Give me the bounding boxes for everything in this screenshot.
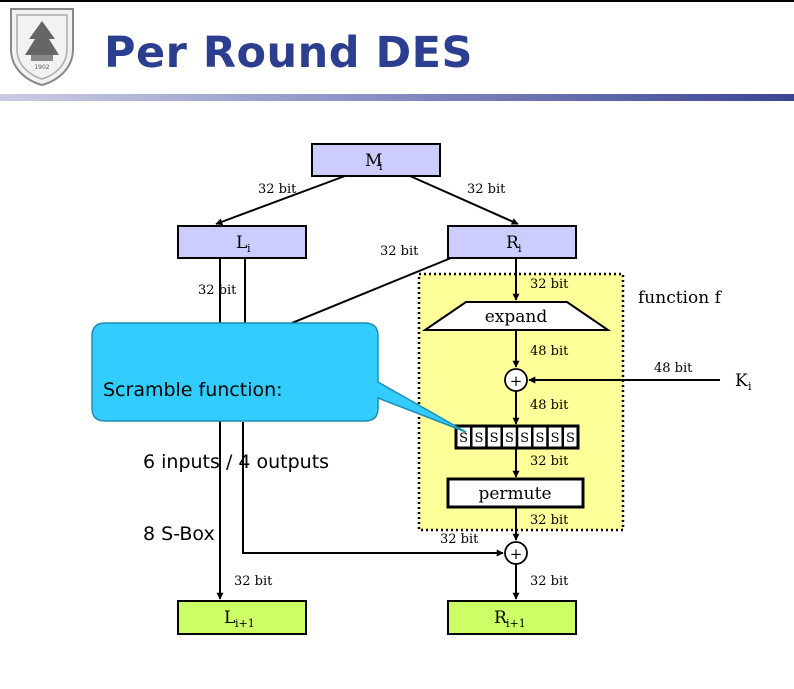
out-left-label: L [224, 608, 235, 628]
callout-line-1: Scramble function: [103, 379, 283, 401]
bit-label-r-out: 32 bit [530, 574, 569, 589]
input-m-box [311, 143, 441, 177]
bit-label-left-in: 32 bit [440, 532, 479, 547]
callout-text: Scramble function: 6 inputs / 4 outputs … [103, 330, 329, 594]
bit-label-expand-out: 48 bit [530, 344, 569, 359]
bit-label-r-down: 32 bit [530, 277, 569, 292]
logo-year: 1902 [34, 64, 49, 71]
sbox-7: S [551, 431, 560, 446]
bit-label-sbox-out: 32 bit [530, 454, 569, 469]
bit-label-m-to-r: 32 bit [467, 182, 506, 197]
bit-label-key: 48 bit [654, 361, 693, 376]
left-l-box [177, 225, 307, 259]
sbox-4: S [505, 431, 514, 446]
flow-lines [215, 175, 720, 600]
scramble-callout: Scramble function: 6 inputs / 4 outputs … [91, 322, 467, 545]
sbox-1: S [459, 431, 468, 446]
bit-label-l-out: 32 bit [234, 574, 273, 589]
xor-key-symbol: + [510, 372, 523, 390]
out-left-sub: i+1 [235, 617, 255, 630]
key-label: K [735, 371, 748, 391]
sbox-5: S [520, 431, 529, 446]
left-l-label: L [236, 233, 247, 253]
function-f-label: function f [638, 288, 723, 308]
expand-label: expand [485, 307, 548, 327]
bit-label-l-down: 32 bit [198, 283, 237, 298]
top-border [0, 0, 794, 2]
callout-line-3: 8 S-Box [143, 523, 215, 545]
out-right-label: R [494, 608, 508, 628]
right-r-sub: i [518, 242, 522, 255]
output-right-box [447, 600, 577, 635]
bit-label-m-to-l: 32 bit [258, 182, 297, 197]
permute-label: permute [478, 484, 551, 504]
bit-label-xor-out: 48 bit [530, 398, 569, 413]
expand-box [421, 301, 612, 331]
xor-left-symbol: + [510, 545, 523, 563]
sbox-2: S [474, 431, 483, 446]
bit-label-r-cross: 32 bit [380, 244, 419, 259]
sbox-row: S S S S S S S S [454, 424, 580, 450]
right-r-label: R [506, 233, 520, 253]
input-m-label: M [365, 151, 382, 171]
sbox-8: S [566, 431, 575, 446]
input-m-sub: i [379, 160, 383, 173]
permute-box [446, 477, 585, 509]
callout-shape [91, 322, 467, 433]
right-r-box [447, 225, 577, 259]
bit-label-permute-out: 32 bit [530, 513, 569, 528]
university-logo-icon: 1902 [10, 8, 74, 87]
callout-line-2: 6 inputs / 4 outputs [143, 451, 330, 473]
output-left-box [177, 600, 307, 635]
slide-title: Per Round DES [104, 28, 474, 78]
key-sub: i [748, 380, 752, 393]
title-underline [0, 94, 794, 101]
sbox-6: S [535, 431, 544, 446]
sbox-3: S [490, 431, 499, 446]
left-l-sub: i [247, 242, 251, 255]
out-right-sub: i+1 [506, 617, 526, 630]
